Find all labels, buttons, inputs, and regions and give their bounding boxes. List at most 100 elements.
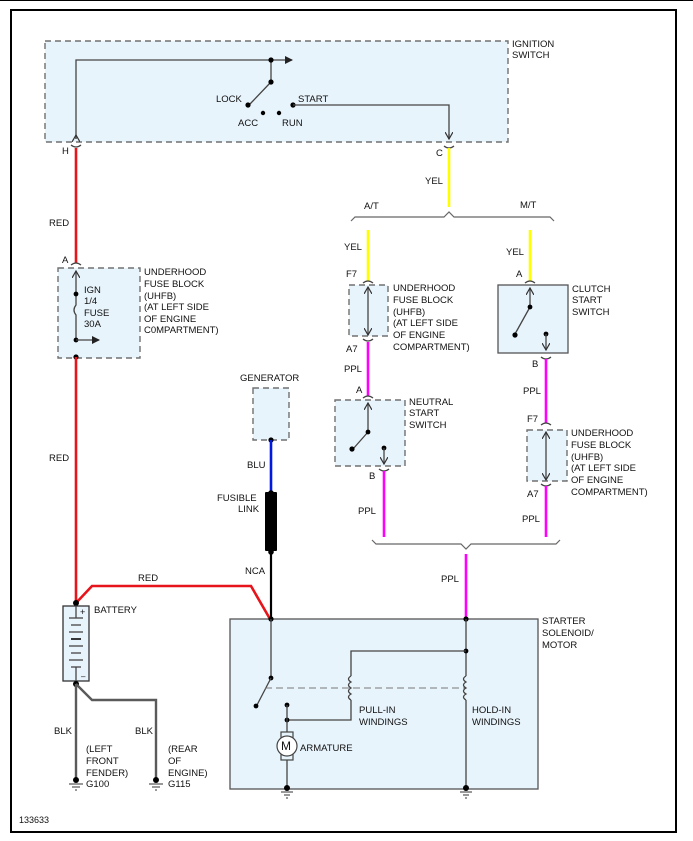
fusible-link: FUSIBLE LINK: [217, 490, 277, 555]
uhfb-mt-label-2: FUSE BLOCK: [571, 440, 632, 451]
g115-loc-3: ENGINE): [168, 768, 208, 779]
motor-icon: [276, 735, 298, 757]
armature-ground-icon: [284, 785, 290, 791]
generator-label: GENERATOR: [240, 373, 299, 384]
neutral-start-switch: A B NEUTRAL START SWITCH: [334, 385, 453, 482]
uhfb-at-pin-f7: F7: [346, 269, 357, 280]
clutch-label-1: CLUTCH: [572, 284, 611, 295]
wire-nca-label: NCA: [245, 566, 266, 577]
branch-at-label: A/T: [364, 201, 379, 212]
ign-uhfb-label-6: C0MPARTMENT): [144, 325, 219, 336]
fuse-label-3: FUSE: [84, 308, 109, 319]
ignition-bus-line: [75, 56, 293, 139]
starter-label-3: MOTOR: [542, 640, 577, 651]
neutral-label-2: START: [409, 408, 439, 419]
clutch-label-3: SWITCH: [572, 307, 610, 318]
wire-red-battery-label: RED: [138, 573, 158, 584]
wire-ppl-mt-1-label: PPL: [523, 386, 541, 397]
battery-plus: +: [80, 607, 85, 617]
fusible-link-label-1: FUSIBLE: [217, 493, 257, 504]
neutral-pin-b: B: [369, 471, 375, 482]
ignition-switch-label-1: IGNITION: [512, 39, 554, 50]
hold-in-label-1: HOLD-IN: [472, 705, 511, 716]
g100-loc-2: FRONT: [86, 756, 119, 767]
uhfb-at-label-2: FUSE BLOCK: [393, 295, 454, 306]
ignition-switch-blade: [249, 81, 272, 105]
hold-in-label-2: WINDINGS: [472, 717, 521, 728]
ign-uhfb-label-2: FUSE BLOCK: [144, 279, 205, 290]
fuse-label-1: IGN: [84, 285, 101, 296]
wire-ppl-main-label: PPL: [441, 574, 459, 585]
pull-in-coil: [347, 675, 353, 701]
neutral-label-3: SWITCH: [409, 420, 447, 431]
wire-yel-mt-label: YEL: [506, 247, 524, 258]
pull-in-label-1: PULL-IN: [359, 705, 396, 716]
uhfb-at-label-1: UNDERHOOD: [393, 283, 455, 294]
uhfb-mt-label-4: (AT LEFT SIDE: [571, 463, 636, 474]
uhfb-at: F7 A7 UNDERHOOD FUSE BLOCK (UHFB) (AT LE…: [346, 269, 470, 355]
uhfb-mt-label-5: OF ENGINE: [571, 475, 623, 486]
ign-uhfb-label-3: (UHFB): [144, 291, 176, 302]
ign-uhfb-label-5: OF ENGINE: [144, 314, 196, 325]
connector-h: [70, 144, 82, 148]
pin-c-label: C: [436, 148, 443, 159]
uhfb-at-pin-a7: A7: [346, 344, 358, 355]
uhfb-at-label-5: OF ENGINE: [393, 330, 445, 341]
clutch-pin-a: A: [516, 269, 523, 280]
fuse-label-4: 30A: [84, 319, 102, 330]
ign-uhfb-label-4: (AT LEFT SIDE: [144, 302, 209, 313]
transmission-branch-brace: [350, 211, 555, 222]
uhfb-at-label-6: COMPARTMENT): [393, 342, 470, 353]
uhfb-mt-label-3: (UHFB): [571, 452, 603, 463]
uhfb-mt-label-6: COMPARTMENT): [571, 487, 648, 498]
wire-yel-at-label: YEL: [344, 242, 362, 253]
starter-solenoid-motor: STARTER SOLENOID/ MOTOR M ARMATURE PULL-…: [229, 616, 594, 799]
g115-loc-2: OF: [168, 756, 181, 767]
ground-g115: (REAR OF ENGINE) G115: [149, 744, 208, 791]
uhfb-mt: F7 A7 UNDERHOOD FUSE BLOCK (UHFB) (AT LE…: [526, 414, 648, 500]
ign-fuse-block: A IGN 1/4 FUSE 30A UNDERHOOD FUSE BLOCK …: [57, 255, 219, 360]
fuse-symbol: [73, 294, 77, 340]
ppl-merge-brace: [371, 539, 561, 550]
wire-blk-2-label: BLK: [135, 726, 154, 737]
run-contact: [276, 110, 282, 116]
battery: + – BATTERY: [62, 600, 138, 687]
wire-blk-g115: [75, 683, 158, 780]
ignition-switch: IGNITION SWITCH LOCK ACC RUN START: [44, 39, 554, 143]
starter-label-1: STARTER: [542, 616, 586, 627]
wire-ppl-mt-2-label: PPL: [522, 514, 540, 525]
uhfb-mt-pin-a7: A7: [527, 489, 539, 500]
fusible-link-label-2: LINK: [238, 504, 260, 515]
g100-loc-1: (LEFT: [86, 744, 113, 755]
clutch-pin-b: B: [532, 359, 538, 370]
wire-ppl-at-2-label: PPL: [358, 506, 376, 517]
pull-in-label-2: WINDINGS: [359, 717, 408, 728]
ignition-switch-box: [44, 40, 509, 143]
clutch-label-2: START: [572, 295, 602, 306]
wire-blu-label: BLU: [247, 460, 266, 471]
wire-red-battery: [75, 584, 272, 620]
wire-blk-1-label: BLK: [54, 726, 73, 737]
g100-loc-3: FENDER): [86, 768, 128, 779]
start-label: START: [298, 94, 328, 105]
diagram-frame: [10, 9, 677, 833]
g115-loc-1: (REAR: [168, 744, 198, 755]
battery-minus: –: [81, 672, 86, 681]
start-line: [293, 104, 450, 139]
ignition-switch-label-2: SWITCH: [512, 50, 550, 61]
figure-id: 133633: [19, 815, 49, 825]
pin-h-label: H: [62, 146, 69, 157]
uhfb-at-label-4: (AT LEFT SIDE: [393, 318, 458, 329]
g115-id: G115: [168, 779, 191, 790]
branch-mt-label: M/T: [520, 200, 537, 211]
clutch-start-switch: A B CLUTCH START SWITCH: [497, 269, 611, 370]
g100-id: G100: [86, 779, 109, 790]
uhfb-mt-pin-f7: F7: [527, 414, 538, 425]
wire-yel-main-label: YEL: [425, 176, 443, 187]
motor-symbol: M: [281, 739, 291, 753]
ground-g100: (LEFT FRONT FENDER) G100: [69, 744, 128, 791]
ign-fuse-pin-a: A: [62, 255, 69, 266]
neutral-pin-a: A: [356, 385, 363, 396]
battery-label: BATTERY: [94, 605, 138, 616]
